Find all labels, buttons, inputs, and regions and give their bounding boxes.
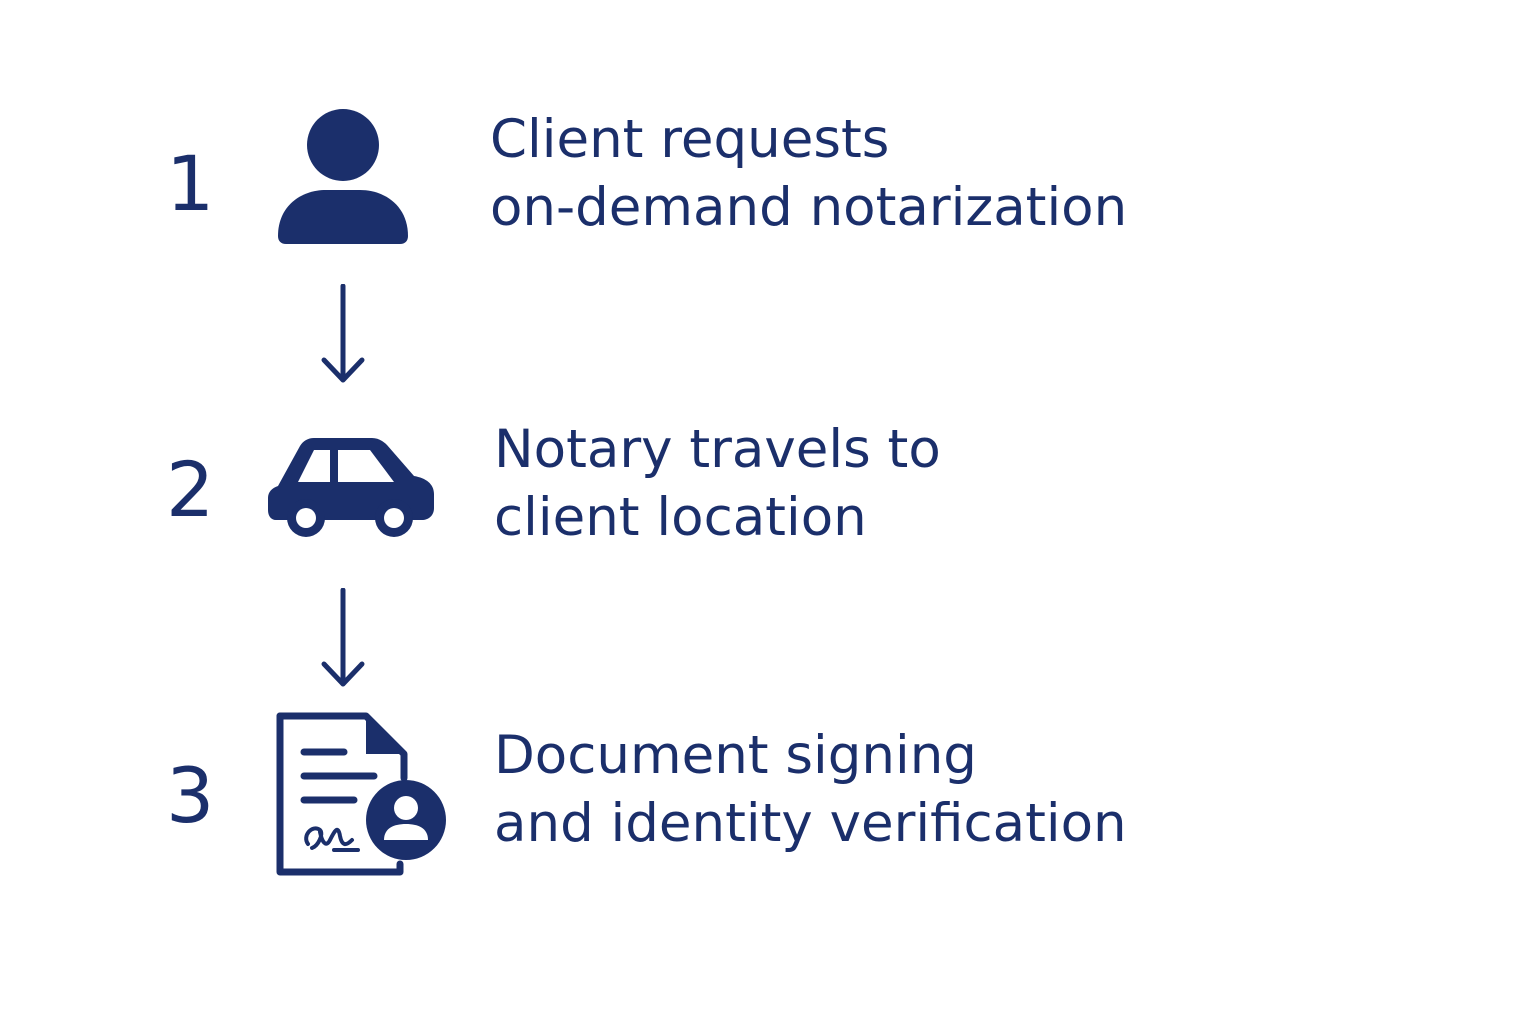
step-3-description: Document signing and identity verificati… (494, 722, 1127, 858)
step-2-line-1: Notary travels to (494, 419, 941, 480)
step-3-line-1: Document signing (494, 725, 977, 786)
step-2-line-2: client location (494, 487, 867, 548)
step-3-number: 3 (166, 751, 215, 840)
step-1-line-2: on-demand notarization (490, 177, 1128, 238)
step-1-number: 1 (166, 139, 215, 228)
person-icon (278, 109, 408, 244)
down-arrow-icon (321, 284, 365, 383)
down-arrow-icon (321, 588, 365, 687)
signed-document-identity-icon (276, 712, 446, 876)
step-3-line-2: and identity verification (494, 793, 1127, 854)
step-2-description: Notary travels to client location (494, 416, 941, 552)
car-icon (268, 438, 434, 537)
step-1-description: Client requests on-demand notarization (490, 106, 1127, 242)
step-2-number: 2 (166, 445, 215, 534)
step-1-line-1: Client requests (490, 109, 890, 170)
